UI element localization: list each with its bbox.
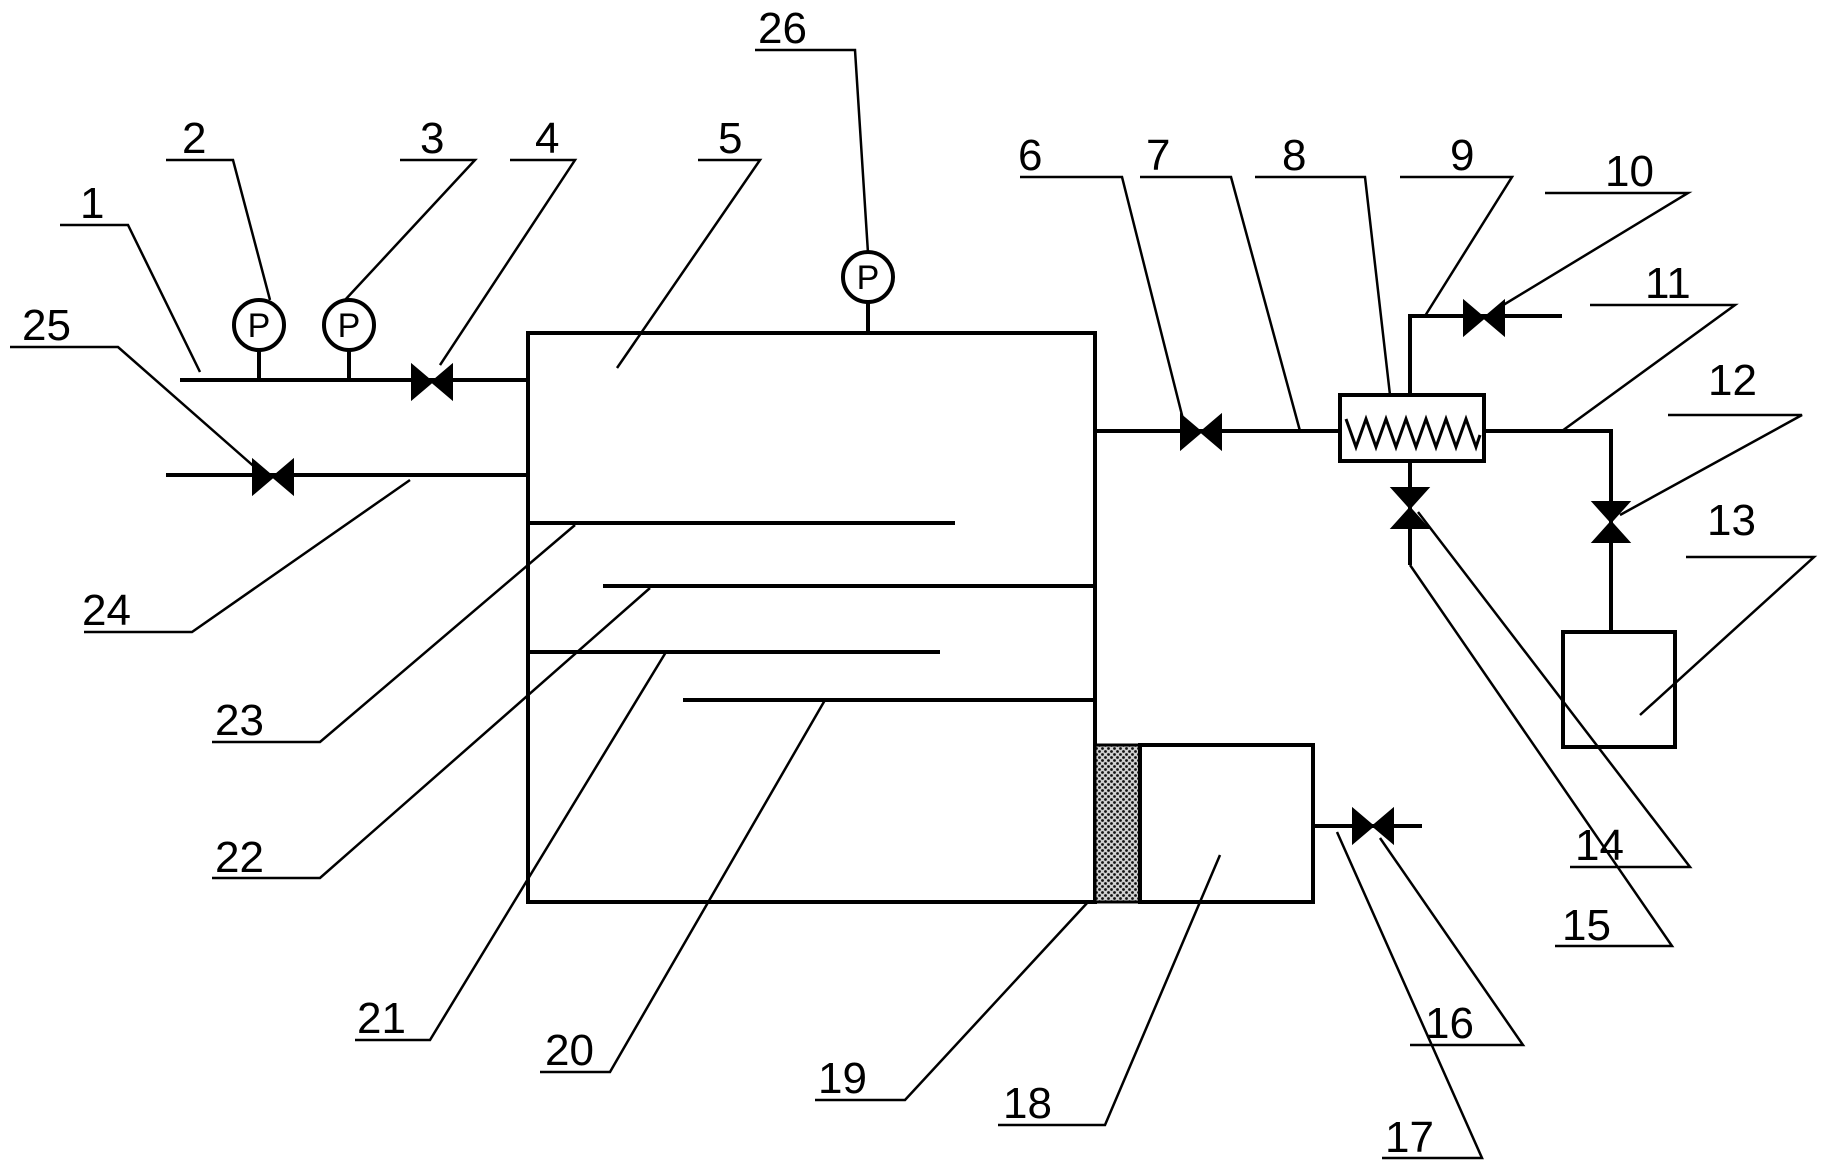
valve-25-icon bbox=[252, 457, 294, 497]
condenser-coil bbox=[1344, 414, 1482, 452]
callout-2: 2 bbox=[182, 114, 206, 163]
receiver-vessel bbox=[1138, 743, 1315, 904]
callout-1: 1 bbox=[80, 179, 104, 228]
callout-19: 19 bbox=[818, 1054, 867, 1103]
valve-6-icon bbox=[1180, 412, 1222, 452]
callout-17: 17 bbox=[1385, 1113, 1434, 1162]
callout-14: 14 bbox=[1575, 821, 1624, 870]
callout-10: 10 bbox=[1605, 147, 1654, 196]
valve-10-icon bbox=[1463, 298, 1505, 338]
pressure-gauge-3-icon: P bbox=[322, 298, 376, 352]
callout-3: 3 bbox=[420, 114, 444, 163]
valve-4-icon bbox=[411, 362, 453, 402]
callout-13: 13 bbox=[1707, 496, 1756, 545]
collection-tank bbox=[1561, 630, 1677, 749]
callout-26: 26 bbox=[758, 4, 807, 53]
pressure-gauge-26-icon: P bbox=[841, 250, 895, 304]
callout-5: 5 bbox=[718, 114, 742, 163]
callout-18: 18 bbox=[1003, 1079, 1052, 1128]
callout-25: 25 bbox=[22, 301, 71, 350]
callout-8: 8 bbox=[1282, 131, 1306, 180]
pipe-11 bbox=[1482, 429, 1613, 634]
callout-15: 15 bbox=[1562, 901, 1611, 950]
pressure-gauge-2-icon: P bbox=[232, 298, 286, 352]
svg-text:P: P bbox=[857, 259, 880, 297]
callout-21: 21 bbox=[357, 994, 406, 1043]
callout-23: 23 bbox=[215, 696, 264, 745]
valve-12-icon bbox=[1590, 501, 1632, 543]
filter-element bbox=[1093, 743, 1142, 904]
callout-20: 20 bbox=[545, 1026, 594, 1075]
valve-16-icon bbox=[1352, 806, 1394, 846]
callout-16: 16 bbox=[1425, 999, 1474, 1048]
pipe-9 bbox=[1408, 314, 1562, 397]
callout-22: 22 bbox=[215, 833, 264, 882]
callout-7: 7 bbox=[1146, 131, 1170, 180]
callout-11: 11 bbox=[1645, 259, 1691, 308]
leader-lines bbox=[10, 48, 1818, 1160]
callout-12: 12 bbox=[1708, 356, 1757, 405]
callout-4: 4 bbox=[535, 114, 559, 163]
svg-text:P: P bbox=[338, 307, 361, 345]
valve-14-icon bbox=[1389, 487, 1431, 529]
callout-6: 6 bbox=[1018, 131, 1042, 180]
callout-24: 24 bbox=[82, 586, 131, 635]
callout-labels: 1 2 3 4 5 26 25 24 23 22 21 20 19 18 6 7… bbox=[22, 4, 1757, 1162]
svg-text:P: P bbox=[248, 307, 271, 345]
callout-9: 9 bbox=[1450, 131, 1474, 180]
main-vessel bbox=[526, 331, 1097, 904]
